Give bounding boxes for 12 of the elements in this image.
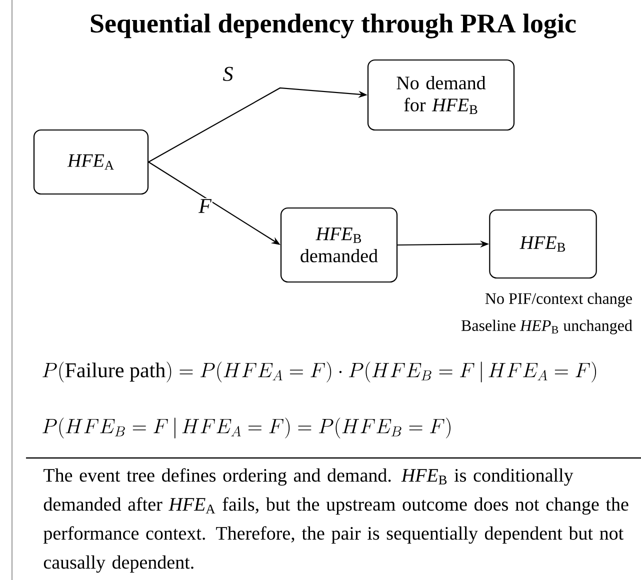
event-box: No demand for HFE$_{B}$	[367, 59, 515, 131]
edge-label: S	[222, 66, 234, 82]
edge-label: F	[198, 198, 212, 214]
equation: $P(HFE_B = F \,|\, HFE_A = F) = P(HFE_B = F)$	[42, 418, 450, 438]
equation: $P(\mathrm{Failure\ path}) = P(HFE_A = F)\cdot P(HFE_B = F \,|\, HFE_A = F)$	[42, 362, 596, 382]
note-text: No PIF/context change	[485, 292, 632, 308]
explanation-paragraph: The event tree defines ordering and demand. HFE$_{B}$ is conditionally demanded after HFE$_{A}$ fails, but the upstream outcome does not change the performance context. Therefore, the pair is sequentially dependent but not causally dependent.	[44, 468, 628, 573]
event-box: HFE$_{B}$	[489, 209, 597, 279]
event-box: HFE$_{B}$ demanded	[280, 207, 398, 283]
event-box: HFE$_{A}$	[33, 129, 149, 195]
note-text: Baseline HEP$_{B}$ unchanged	[461, 320, 632, 334]
title: Sequential dependency through PRA logic	[90, 14, 576, 38]
